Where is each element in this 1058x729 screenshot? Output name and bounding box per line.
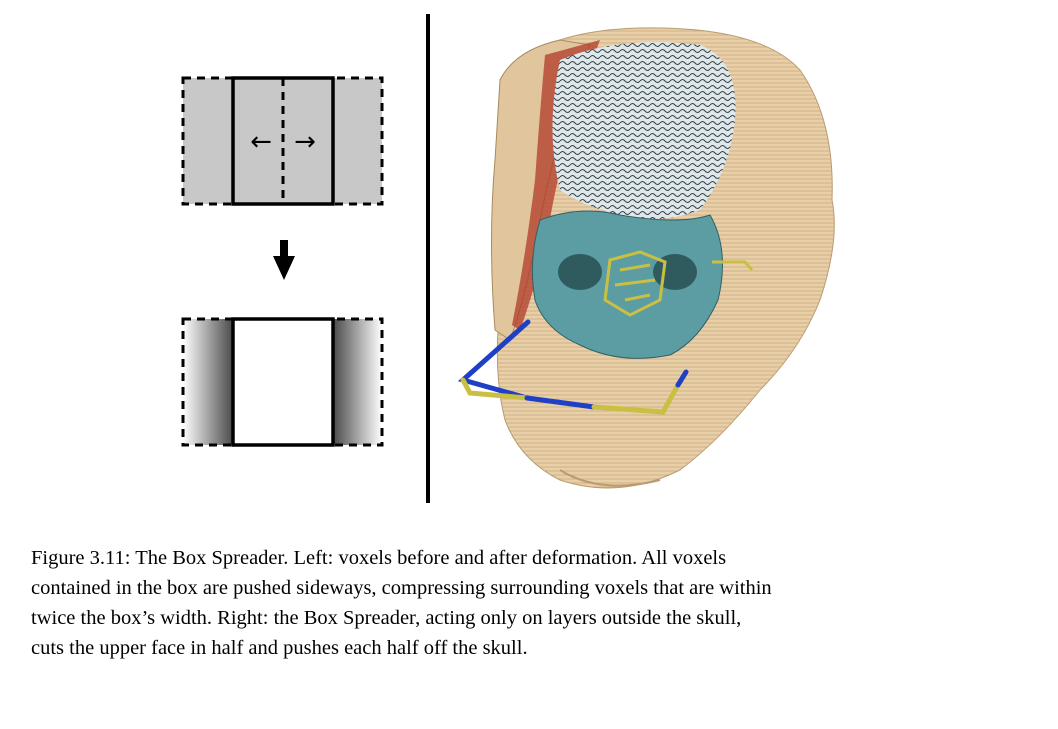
caption-line-3: twice the box’s width. Right: the Box Sp… [31, 603, 1031, 633]
brain-region [553, 42, 736, 219]
figure-caption: Figure 3.11: The Box Spreader. Left: vox… [31, 543, 1031, 663]
before-deformation-diagram: ← → [183, 78, 382, 204]
caption-line-4: cuts the upper face in half and pushes e… [31, 633, 1031, 663]
after-left-compressed-region [183, 319, 233, 445]
caption-line-1: Figure 3.11: The Box Spreader. Left: vox… [31, 543, 1031, 573]
right-arrow-icon: → [294, 127, 316, 157]
left-eye-socket [558, 254, 602, 290]
after-right-compressed-region [333, 319, 382, 445]
voxel-head-rendering [463, 28, 834, 488]
left-arrow-icon: ← [250, 127, 272, 157]
figure-3-11: ← → [0, 0, 1058, 520]
after-deformation-diagram [183, 319, 382, 445]
caption-line-2: contained in the box are pushed sideways… [31, 573, 1031, 603]
after-box [233, 319, 333, 445]
down-arrow-icon [273, 240, 295, 280]
